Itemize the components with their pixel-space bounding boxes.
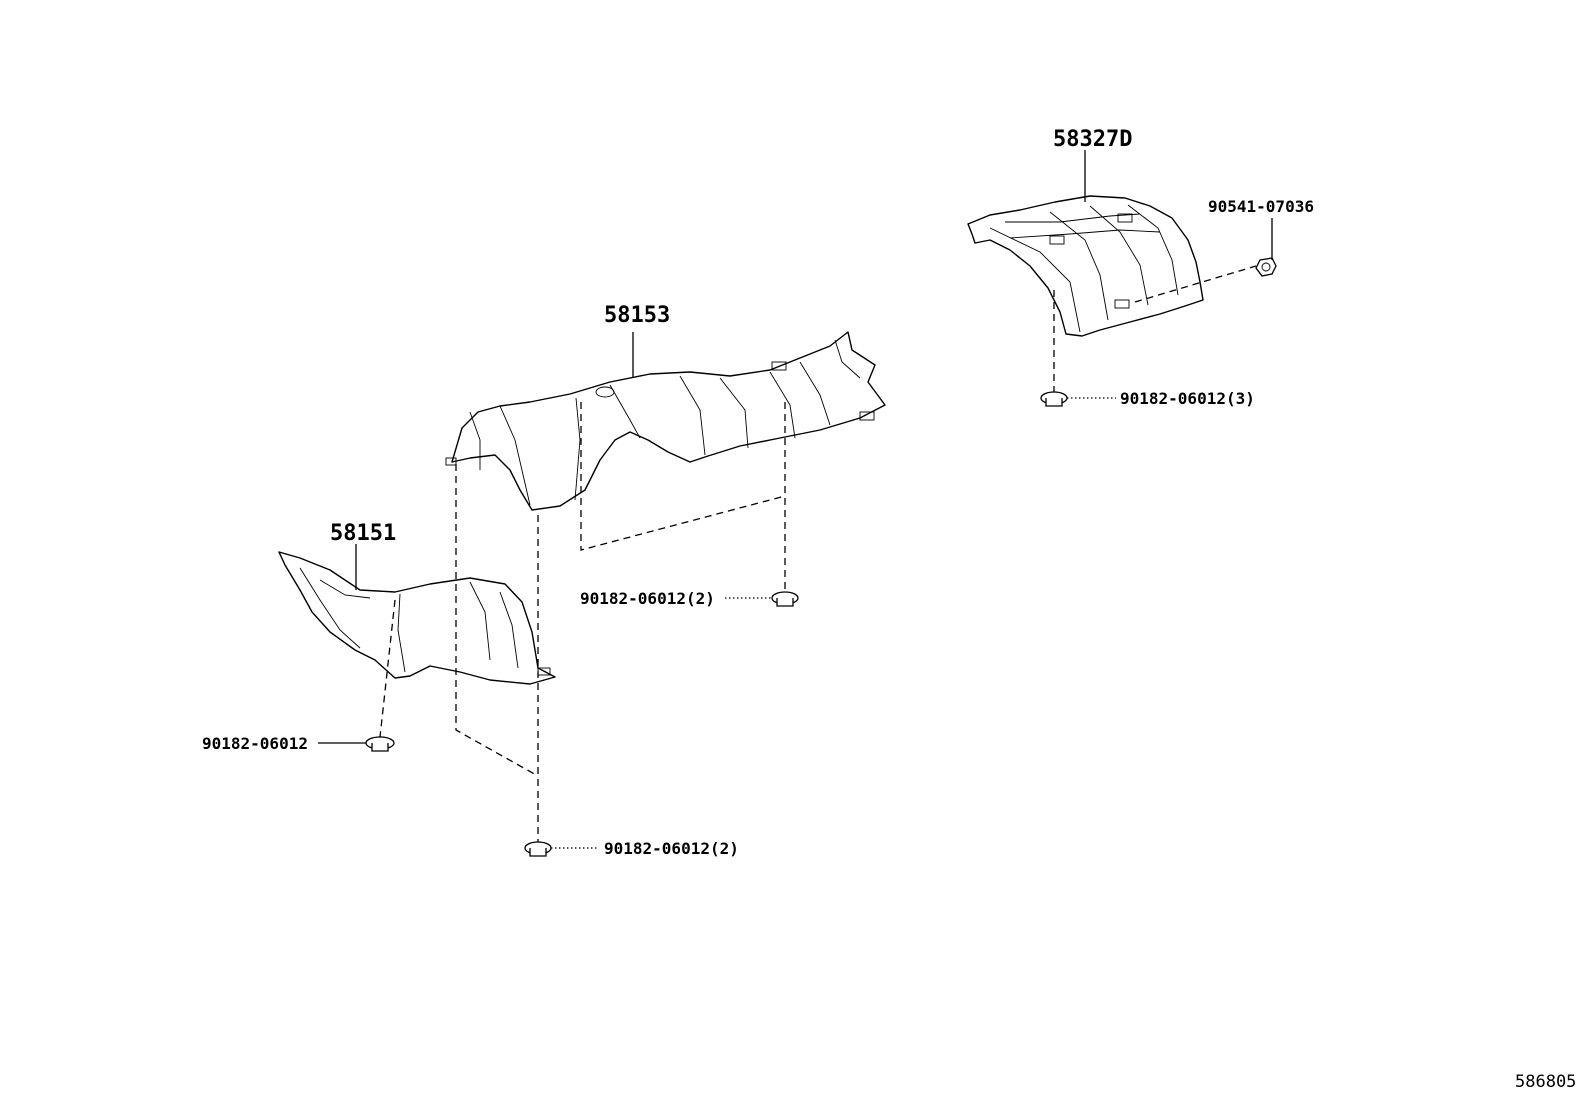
label-90541-07036: 90541-07036: [1208, 197, 1314, 216]
label-nut-right: 90182-06012(3): [1120, 389, 1255, 408]
label-nut-bottom: 90182-06012(2): [604, 839, 739, 858]
flange-nut-middle: [771, 591, 799, 607]
flange-nut-left: [365, 736, 395, 752]
label-nut-middle: 90182-06012(2): [580, 589, 715, 608]
diagram-reference-number: 586805: [1515, 1072, 1576, 1092]
label-58327d: 58327D: [1053, 127, 1132, 152]
leader-lines: [318, 150, 1273, 849]
heat-insulator-58153: [445, 331, 886, 511]
flange-nut-bottom: [524, 841, 552, 857]
label-58151: 58151: [330, 521, 396, 546]
label-58153: 58153: [604, 303, 670, 328]
assembly-lines: [379, 265, 1257, 842]
flange-nut-right: [1040, 391, 1068, 407]
heat-insulator-58327d: [967, 195, 1204, 337]
heat-insulator-58151: [278, 551, 556, 685]
label-nut-left: 90182-06012: [202, 734, 308, 753]
nut-90541-07036: [1255, 257, 1277, 277]
